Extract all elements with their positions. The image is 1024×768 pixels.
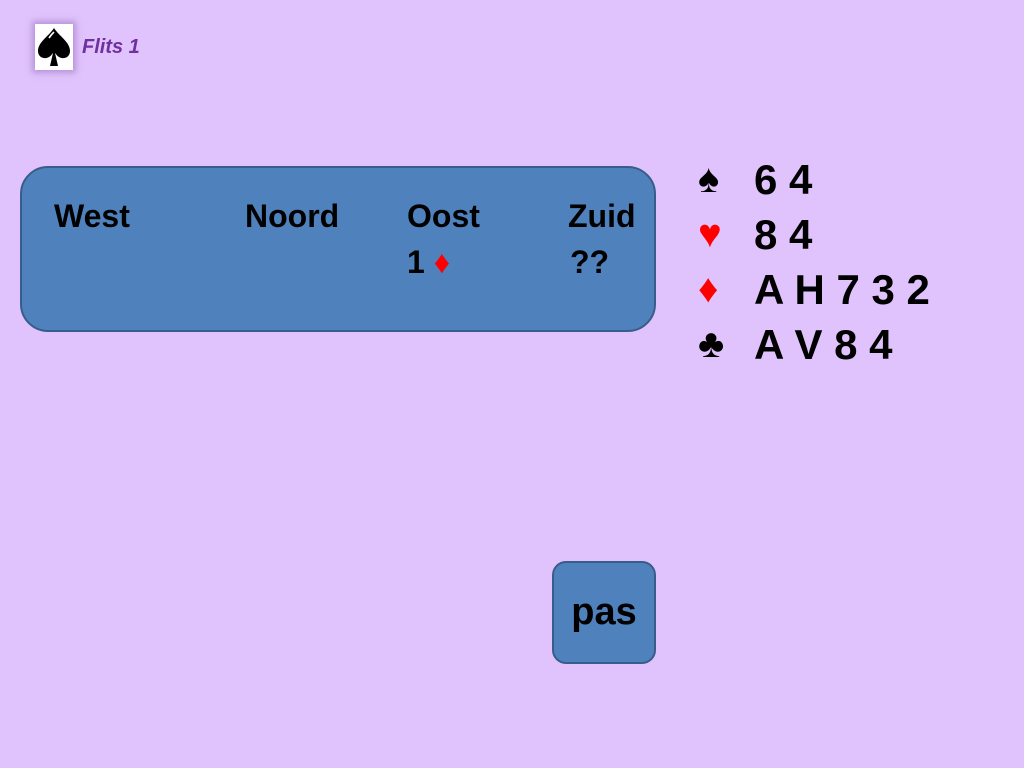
hand-row-hearts: ♥ 8 4 xyxy=(698,207,930,262)
column-header-noord: Noord xyxy=(245,198,340,234)
hand-row-clubs: ♣ A V 8 4 xyxy=(698,317,930,372)
player-hand: ♠ 6 4 ♥ 8 4 ♦ A H 7 3 2 ♣ A V 8 4 xyxy=(698,152,930,372)
diamond-icon: ♦ xyxy=(698,267,719,311)
spades-cards: 6 4 xyxy=(754,155,813,203)
bid-zuid: ?? xyxy=(570,244,610,280)
diamonds-cards: A H 7 3 2 xyxy=(754,265,930,313)
hand-row-diamonds: ♦ A H 7 3 2 xyxy=(698,262,930,317)
bid-level: 1 xyxy=(407,244,425,280)
bid-oost: 1 ♦ xyxy=(407,244,450,281)
page-title: Flits 1 xyxy=(82,36,140,58)
spade-logo-icon xyxy=(35,24,73,70)
heart-icon: ♥ xyxy=(698,212,722,256)
hand-row-spades: ♠ 6 4 xyxy=(698,152,930,207)
clubs-cards: A V 8 4 xyxy=(754,320,893,368)
pas-button[interactable]: pas xyxy=(552,561,656,664)
column-header-zuid: Zuid xyxy=(568,198,636,234)
hearts-cards: 8 4 xyxy=(754,210,813,258)
bidding-table: West Noord Oost Zuid 1 ♦ ?? xyxy=(20,166,656,332)
diamond-icon: ♦ xyxy=(433,244,451,280)
column-header-west: West xyxy=(54,198,130,234)
spade-icon: ♠ xyxy=(698,157,720,201)
column-header-oost: Oost xyxy=(407,198,480,234)
club-icon: ♣ xyxy=(698,322,725,366)
